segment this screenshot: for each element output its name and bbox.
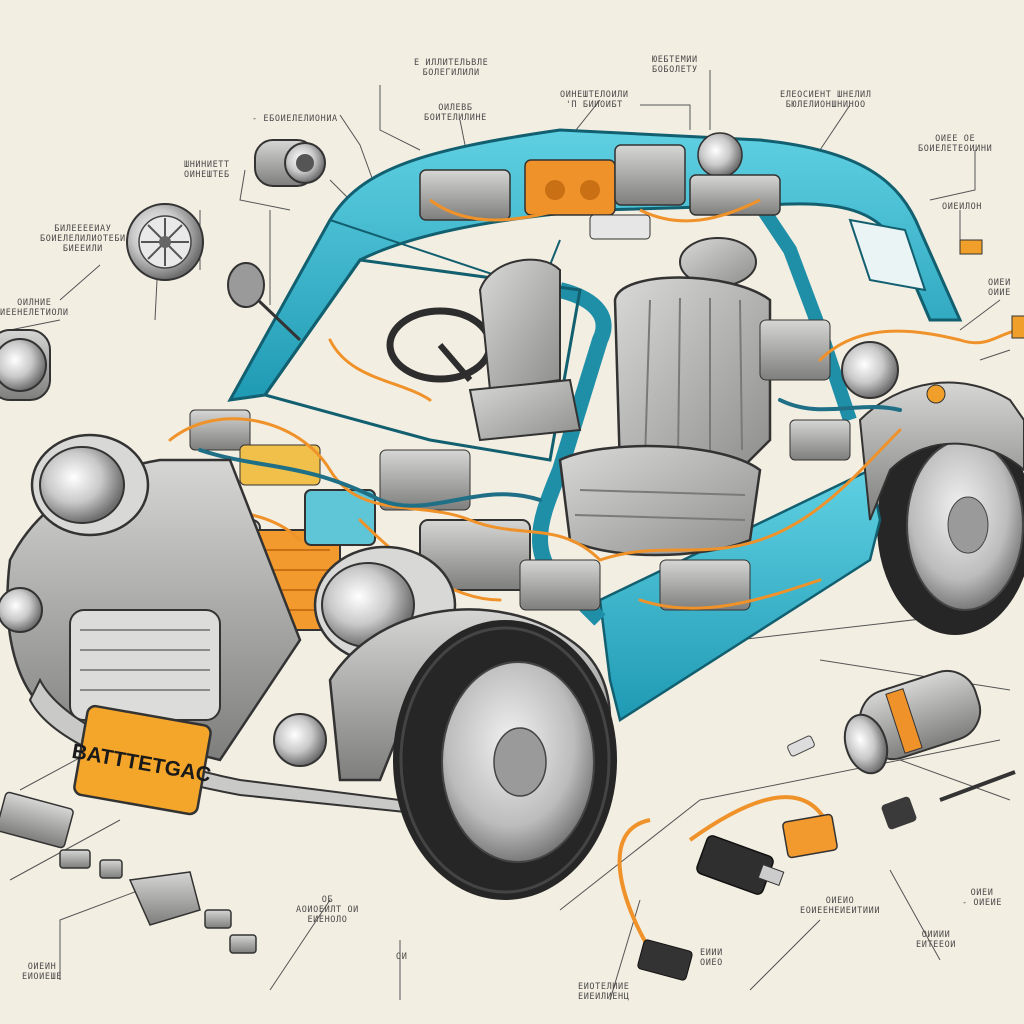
steering-wheel — [386, 307, 494, 383]
callout-label: ОИ — [396, 952, 408, 962]
bracket-parts — [0, 791, 257, 954]
indicator-lamps — [926, 239, 1024, 404]
cylinder-part — [843, 669, 982, 775]
rear-wheel — [877, 415, 1024, 635]
callout-label: ЕИИИ ОИЕО — [700, 948, 723, 968]
small-fuse-part — [787, 735, 815, 757]
callout-label: ОИЛЕВБ БОИТЕЛИЛИНЕ — [424, 103, 487, 123]
usb-adapter-part — [617, 795, 838, 981]
callout-label: ОИЛНИЕ ИЕЕНЕЛЕТИОЛИ — [0, 298, 69, 318]
callout-label: ОИНЕШТЕЛОИЛИ 'П БИИОИБТ — [560, 90, 629, 110]
callout-label: ШНИНИЕТТ ОИНЕШТЕБ — [184, 160, 230, 180]
callout-label: ОИЕИН ЕИОИЕШЕ — [22, 962, 63, 982]
cable-connector-part — [881, 770, 1016, 830]
callout-label: ЕЛЕОСИЕНТ ШНЕЛИЛ БЮЛЕЛИОНШНИНОО — [780, 90, 872, 110]
callout-label: ОИЕИ ОИИЕ — [988, 278, 1011, 298]
callout-label: ОБ АОИОЕИЛТ ОИ ЕИЕНОЛО — [296, 895, 359, 925]
callout-label: ОИИИИ ЕИТЕЕОИ — [916, 930, 957, 950]
driver-seat — [468, 258, 582, 442]
callout-label: ЮЕБТЕМИИ БОБОЛЕТУ — [652, 55, 698, 75]
callout-label: E ИЛЛИТЕЛЬВЛЕ БОЛЕГИЛИЛИ — [414, 58, 489, 78]
callout-label: ОИЕИ - ОИЕИЕ — [962, 888, 1003, 908]
small-motor-part — [254, 139, 326, 187]
passenger-seat — [558, 237, 772, 557]
callout-label: ОИЕИЛОН — [942, 202, 983, 212]
left-headlight — [30, 433, 150, 537]
front-wheel — [393, 620, 617, 900]
callout-label: ЕИОТЕЛИИЕ ЕИЕИЛИЕНЦ — [578, 982, 630, 1002]
callout-label: ОИЕЕ ОЕ БОИЕЛЕТЕОИИНИ — [918, 134, 993, 154]
callout-label: - ЕБОИЕЛЕЛИОНИА — [252, 114, 338, 124]
license-plate — [73, 704, 212, 816]
callout-label: ОИЕИО ЕОИЕЕНЕИЕИТИИИ — [800, 896, 881, 916]
left-edge-lamp-part — [0, 329, 51, 401]
callout-label: БИЛЕЕЕЕИАУ БОИЕЛЕЛИЛИОТЕБИ БИЕЕИЛИ — [40, 224, 126, 254]
roof-engine-block — [419, 132, 781, 240]
turbo-fan-part — [126, 203, 204, 281]
